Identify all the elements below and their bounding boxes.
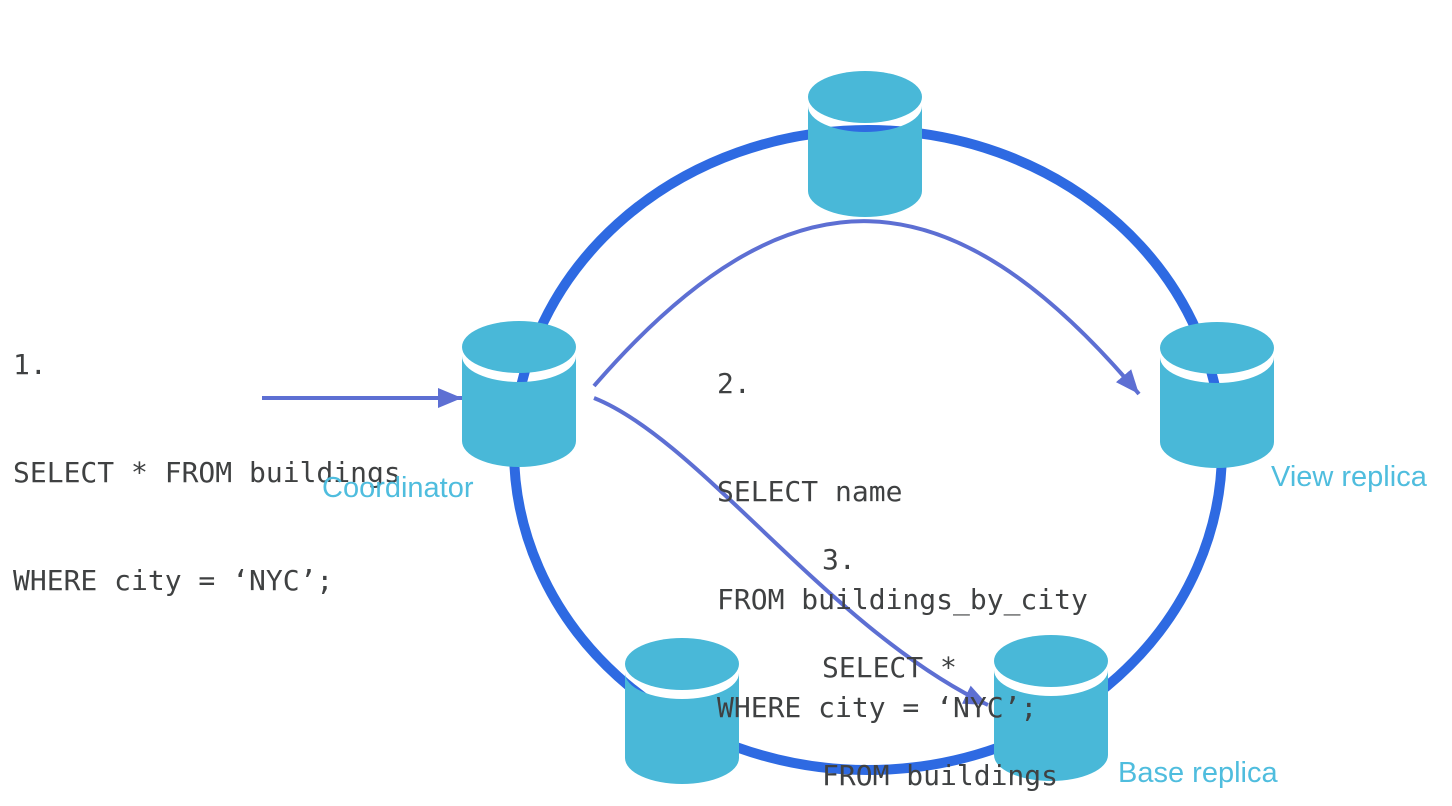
coordinator-label: Coordinator: [322, 472, 474, 504]
query-step-number: 2.: [717, 367, 751, 400]
code-line: FROM buildings_by_city: [717, 583, 1088, 616]
code-line: SELECT * FROM buildings: [13, 456, 401, 489]
base-replica-label: Base replica: [1118, 757, 1278, 789]
query3-arrow: [593, 396, 989, 707]
code-line: WHERE city = ‘NYC’;: [717, 691, 1038, 724]
database-icon-view-replica: [1160, 322, 1274, 468]
code-line: SELECT name: [717, 475, 903, 508]
code-line: FROM buildings: [822, 759, 1059, 792]
query2-arrow: [592, 219, 1141, 396]
view-replica-label: View replica: [1271, 461, 1427, 493]
code-line: WHERE city = ‘NYC’;: [13, 564, 334, 597]
query-3-text: 3. SELECT * FROM buildings WHERE name in…: [822, 470, 1142, 806]
query-1-text: 1. SELECT * FROM buildings WHERE city = …: [13, 275, 401, 671]
database-icon-top: [808, 71, 922, 217]
code-line: SELECT *: [822, 651, 957, 684]
query-step-number: 1.: [13, 348, 47, 381]
query-2-text: 2. SELECT name FROM buildings_by_city WH…: [717, 294, 1088, 798]
database-icon-coordinator: [462, 321, 576, 467]
query-step-number: 3.: [822, 543, 856, 576]
